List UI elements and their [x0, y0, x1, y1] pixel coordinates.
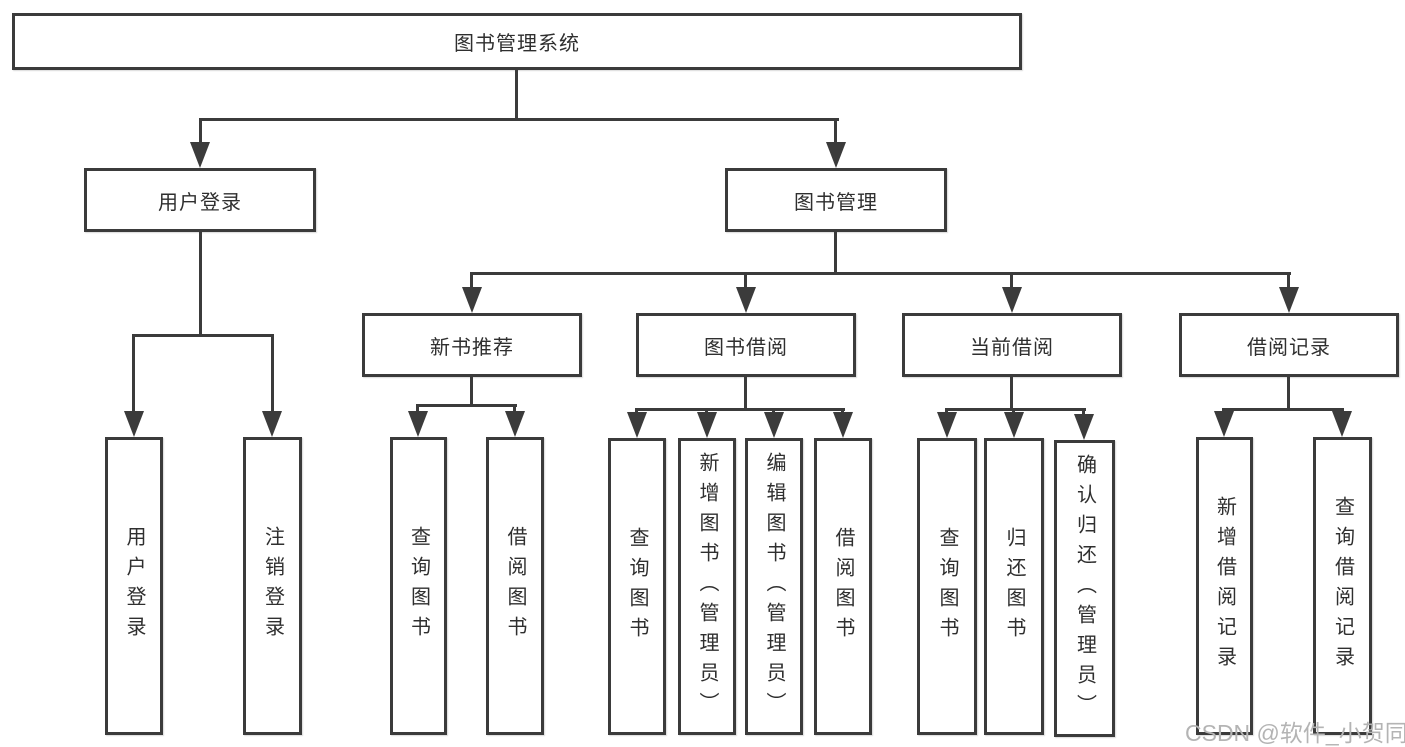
connector-line	[199, 118, 839, 121]
connector-line	[416, 404, 419, 417]
node-borrow-books-recommend: 借阅图书	[486, 437, 544, 735]
connector-line	[199, 118, 202, 144]
connector-line	[513, 404, 516, 417]
node-add-borrow-record: 新增借阅记录	[1196, 437, 1253, 735]
connector-line	[1010, 272, 1013, 289]
node-user-login: 用户登录	[84, 168, 316, 232]
node-label: 新书推荐	[430, 336, 514, 359]
connector-line	[417, 404, 517, 407]
arrow-down-icon	[833, 412, 853, 438]
arrow-down-icon	[505, 411, 525, 437]
arrow-down-icon	[937, 412, 957, 438]
connector-line	[132, 334, 135, 413]
node-label: 新增图书（管理员）	[696, 451, 718, 722]
connector-line	[133, 334, 274, 337]
node-query-books-current: 查询图书	[917, 438, 977, 735]
arrow-down-icon	[262, 411, 282, 437]
node-current-borrowing: 当前借阅	[902, 313, 1122, 377]
node-label: 查询借阅记录	[1331, 496, 1354, 676]
arrow-down-icon	[1332, 411, 1352, 437]
connector-line	[1222, 408, 1344, 411]
connector-line	[834, 118, 837, 144]
connector-line	[1010, 377, 1013, 410]
node-label: 图书管理	[794, 191, 878, 214]
node-query-books-recommend: 查询图书	[390, 437, 447, 735]
connector-line	[635, 408, 845, 411]
node-logout: 注销登录	[243, 437, 302, 735]
connector-line	[834, 232, 837, 274]
node-edit-book-admin: 编辑图书（管理员）	[745, 438, 803, 735]
arrow-down-icon	[697, 412, 717, 438]
arrow-down-icon	[1004, 412, 1024, 438]
connector-line	[744, 377, 747, 410]
arrow-down-icon	[462, 287, 482, 313]
node-user-login-leaf: 用户登录	[105, 437, 163, 735]
node-label: 用户登录	[158, 191, 242, 214]
node-label: 图书借阅	[704, 336, 788, 359]
connector-line	[744, 272, 747, 289]
arrow-down-icon	[736, 287, 756, 313]
node-label: 借阅图书	[832, 526, 854, 647]
node-return-books: 归还图书	[984, 438, 1044, 735]
node-book-management: 图书管理	[725, 168, 947, 232]
connector-line	[271, 334, 274, 413]
arrow-down-icon	[764, 412, 784, 438]
connector-line	[1287, 272, 1290, 289]
connector-line	[1082, 408, 1085, 418]
arrow-down-icon	[1002, 287, 1022, 313]
connector-line	[470, 272, 473, 289]
arrow-down-icon	[826, 142, 846, 168]
node-borrow-books: 借阅图书	[814, 438, 872, 735]
node-book-borrowing: 图书借阅	[636, 313, 856, 377]
arrow-down-icon	[1279, 287, 1299, 313]
node-label: 归还图书	[1003, 526, 1025, 647]
node-label: 用户登录	[123, 526, 145, 646]
csdn-watermark: CSDN @软件_小贺同学	[1185, 720, 1405, 746]
connector-line	[945, 408, 1086, 411]
node-label: 注销登录	[261, 526, 284, 646]
node-label: 借阅记录	[1247, 336, 1331, 359]
node-confirm-return-admin: 确认归还（管理员）	[1054, 440, 1115, 737]
node-label: 查询图书	[407, 526, 430, 646]
connector-line	[1287, 377, 1290, 410]
node-query-books-borrow: 查询图书	[608, 438, 666, 735]
arrow-down-icon	[1074, 414, 1094, 440]
node-label: 图书管理系统	[454, 33, 580, 55]
arrow-down-icon	[1214, 411, 1234, 437]
arrow-down-icon	[124, 411, 144, 437]
node-label: 查询图书	[626, 526, 648, 647]
connector-line	[199, 232, 202, 336]
node-borrowing-records: 借阅记录	[1179, 313, 1399, 377]
node-label: 查询图书	[936, 526, 958, 647]
node-label: 当前借阅	[970, 336, 1054, 359]
node-new-book-recommendation: 新书推荐	[362, 313, 582, 377]
node-label: 编辑图书（管理员）	[763, 451, 785, 722]
connector-line	[515, 70, 518, 120]
node-add-book-admin: 新增图书（管理员）	[678, 438, 736, 735]
arrow-down-icon	[408, 411, 428, 437]
arrow-down-icon	[190, 142, 210, 168]
node-label: 确认归还（管理员）	[1073, 453, 1096, 724]
connector-line	[470, 377, 473, 406]
arrow-down-icon	[627, 412, 647, 438]
node-label: 新增借阅记录	[1213, 496, 1236, 676]
node-label: 借阅图书	[504, 526, 526, 646]
node-query-borrow-record: 查询借阅记录	[1313, 437, 1372, 735]
connector-line	[471, 272, 1291, 275]
node-library-management-system: 图书管理系统	[12, 13, 1022, 70]
